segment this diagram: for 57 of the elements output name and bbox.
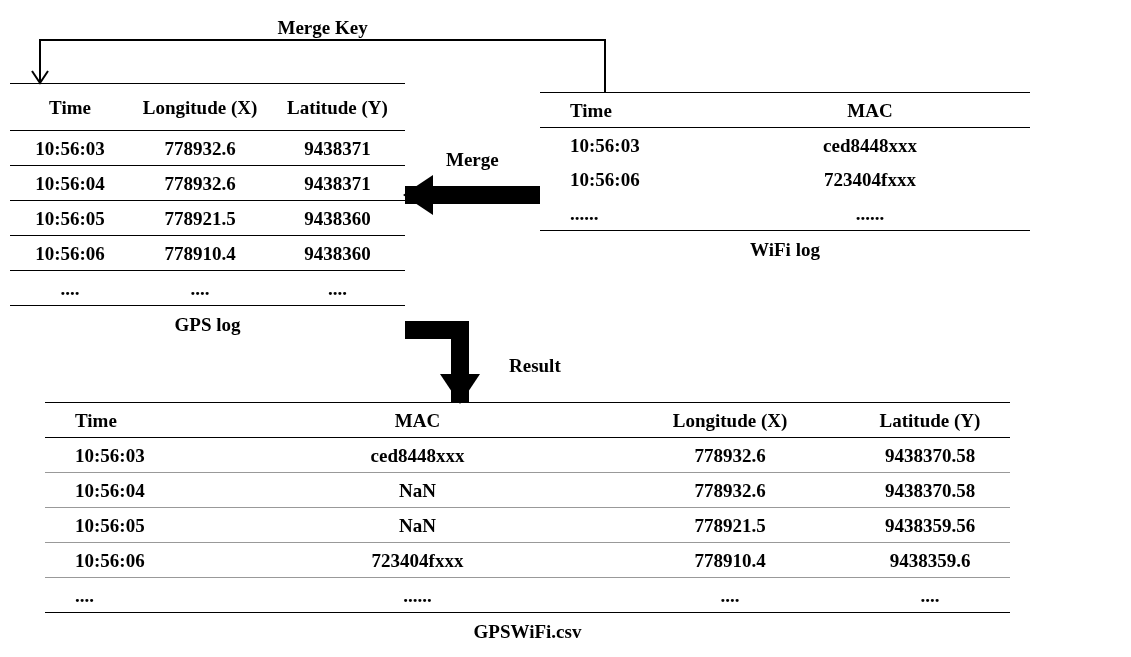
table-value: 10:56:03 bbox=[74, 444, 146, 466]
table-value: 9438360 bbox=[303, 242, 372, 264]
table-value: 10:56:05 bbox=[74, 514, 146, 536]
arrow bbox=[403, 175, 540, 215]
table-value: 778932.6 bbox=[693, 479, 767, 501]
table-value: ...... bbox=[402, 584, 433, 606]
table-value: .... bbox=[919, 584, 941, 606]
table-value: 10:56:06 bbox=[34, 242, 106, 264]
table-value: 9438371 bbox=[303, 137, 372, 159]
table-value: 723404fxxx bbox=[370, 549, 465, 571]
table-caption: WiFi log bbox=[750, 239, 820, 261]
table-value: NaN bbox=[398, 514, 437, 536]
data-table bbox=[10, 83, 405, 336]
table-value: ...... bbox=[854, 202, 886, 224]
table-value: 778932.6 bbox=[163, 137, 237, 159]
table-value: 10:56:04 bbox=[74, 479, 146, 501]
table-value: ced8448xxx bbox=[822, 134, 918, 156]
table-value: 778921.5 bbox=[693, 514, 767, 536]
table-value: NaN bbox=[398, 479, 437, 501]
column-header: Time bbox=[569, 99, 613, 121]
column-header: Latitude (Y) bbox=[286, 96, 389, 118]
table-value: 10:56:06 bbox=[569, 168, 641, 190]
arrow bbox=[31, 39, 606, 93]
table-caption: GPSWiFi.csv bbox=[473, 621, 582, 643]
table-value: 10:56:05 bbox=[34, 207, 106, 229]
table-value: 778932.6 bbox=[163, 172, 237, 194]
table-value: 723404fxxx bbox=[823, 168, 917, 190]
table-value: 9438359.6 bbox=[888, 549, 972, 571]
table-value: ced8448xxx bbox=[369, 444, 466, 466]
table-value: 10:56:06 bbox=[74, 549, 146, 571]
table-value: 9438359.56 bbox=[883, 514, 977, 536]
table-value: .... bbox=[327, 277, 348, 299]
table-value: 778932.6 bbox=[693, 444, 767, 466]
column-header: MAC bbox=[393, 409, 442, 431]
column-header: Longitude (X) bbox=[141, 96, 259, 118]
table-value: .... bbox=[189, 277, 211, 299]
table-value: 10:56:03 bbox=[569, 134, 641, 156]
table-value: 9438360 bbox=[303, 207, 372, 229]
table-value: 778921.5 bbox=[163, 207, 237, 229]
table-value: .... bbox=[59, 277, 81, 299]
column-header: Time bbox=[74, 409, 118, 431]
table-caption: GPS log bbox=[174, 314, 241, 336]
column-header: Longitude (X) bbox=[671, 409, 789, 431]
data-table bbox=[540, 92, 1030, 261]
column-header: Time bbox=[48, 96, 92, 118]
table-value: 9438370.58 bbox=[883, 444, 977, 466]
table-value: 9438370.58 bbox=[883, 479, 977, 501]
table-value: ...... bbox=[569, 202, 600, 224]
table-value: .... bbox=[74, 584, 95, 606]
table-value: 10:56:04 bbox=[34, 172, 106, 194]
column-header: MAC bbox=[846, 99, 894, 121]
table-value: 778910.4 bbox=[693, 549, 767, 571]
table-value: 10:56:03 bbox=[34, 137, 106, 159]
table-value: .... bbox=[719, 584, 741, 606]
table-value: 9438371 bbox=[303, 172, 372, 194]
table-value: 778910.4 bbox=[163, 242, 237, 264]
column-header: Latitude (Y) bbox=[878, 409, 982, 431]
